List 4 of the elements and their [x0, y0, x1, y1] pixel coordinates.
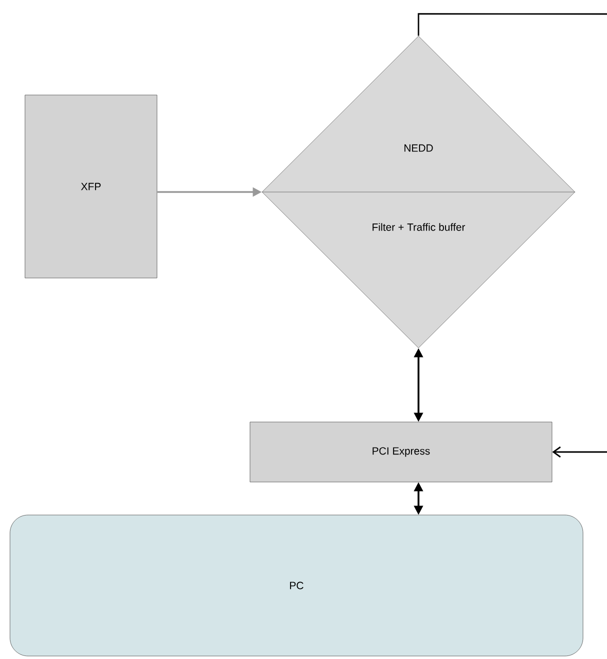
arrow — [418, 13, 607, 458]
rounded-box: PC — [10, 514, 584, 656]
process-box: PCI Express — [250, 422, 552, 482]
process-box: XFP — [24, 94, 158, 278]
